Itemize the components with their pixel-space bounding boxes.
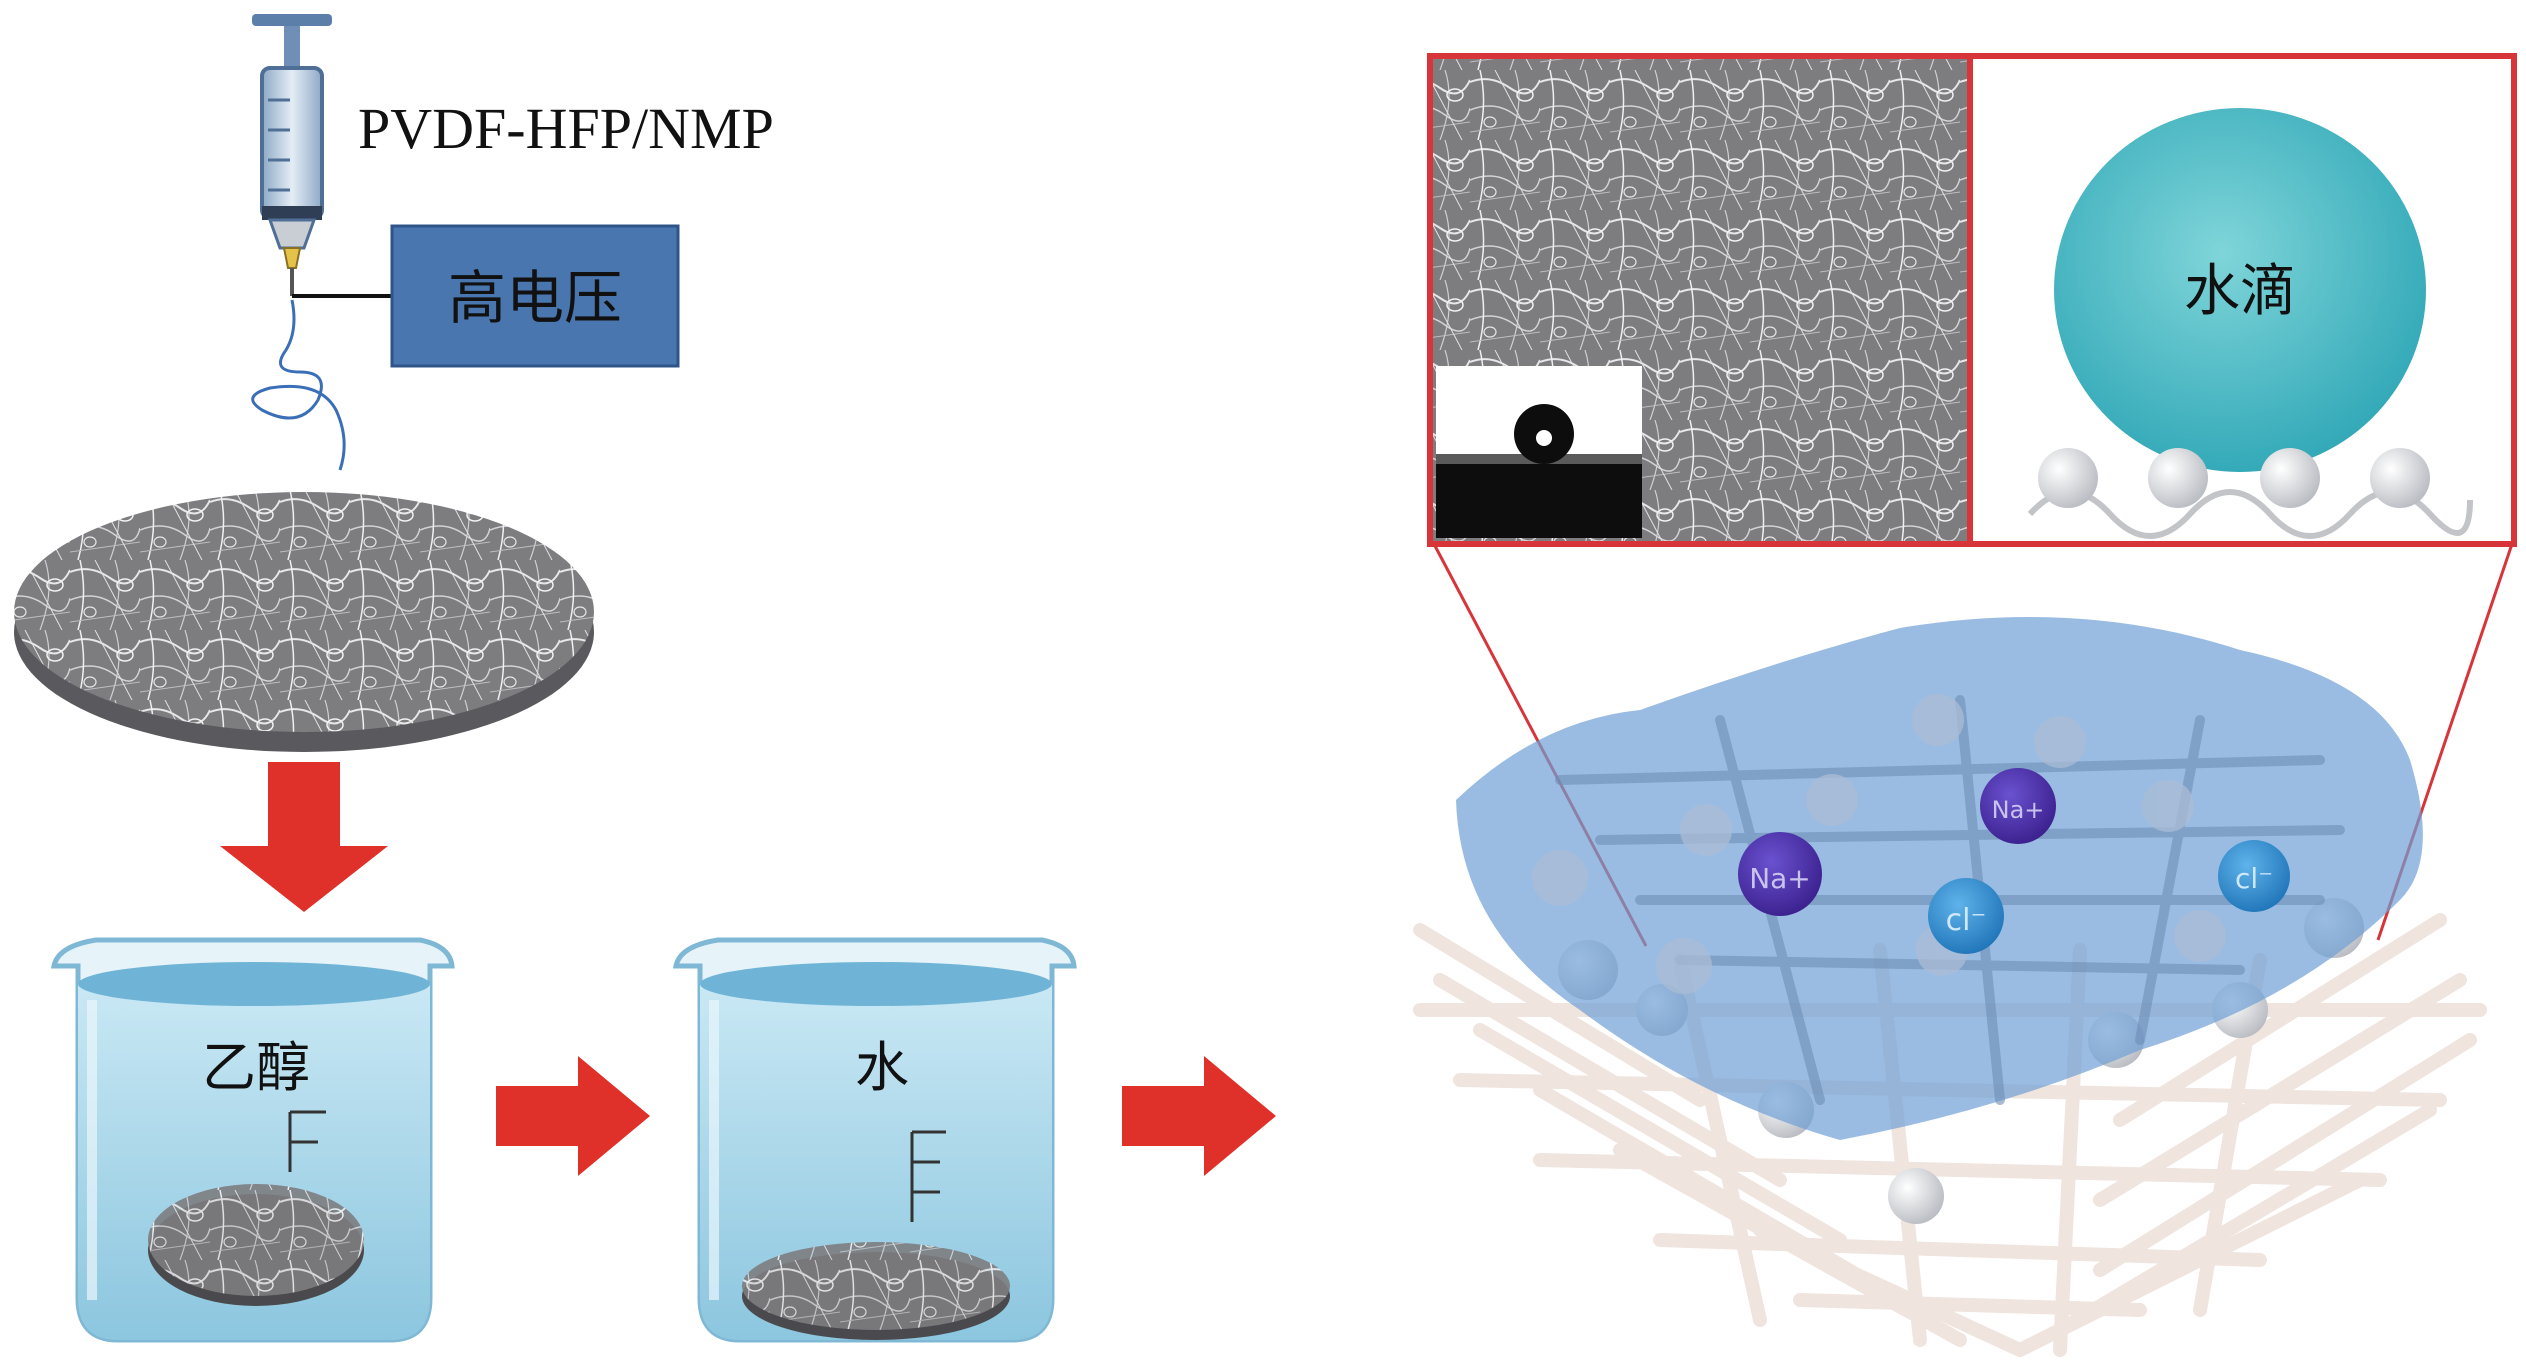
right-arrow-1 — [496, 1056, 650, 1176]
down-arrow — [220, 762, 388, 912]
fiber-membrane-disc — [14, 492, 594, 752]
cl-ion-1 — [1928, 878, 2004, 954]
na-ion-2 — [1980, 768, 2056, 844]
high-voltage-label: 高电压 — [448, 264, 622, 332]
ethanol-beaker — [50, 937, 455, 1343]
na-ion-2-label: Na+ — [1992, 796, 2045, 824]
right-arrow-2 — [1122, 1056, 1276, 1176]
water-beaker — [672, 937, 1077, 1343]
water-label: 水 — [855, 1036, 909, 1099]
electrospinning-jet — [251, 299, 346, 471]
cl-ion-2-label: cl⁻ — [2235, 862, 2273, 895]
high-voltage-box — [390, 224, 680, 368]
na-ion-1 — [1738, 832, 1822, 916]
cl-ion-1-label: cl⁻ — [1946, 903, 1987, 938]
polymer-solution-label: PVDF-HFP/NMP — [358, 96, 774, 161]
syringe-icon — [252, 14, 332, 296]
membrane-3d-model — [1413, 617, 2487, 1357]
sem-image-panel — [1427, 53, 1973, 547]
droplet-label: 水滴 — [2184, 259, 2296, 324]
na-ion-1-label: Na+ — [1749, 862, 1811, 895]
water-droplet — [2054, 108, 2426, 472]
cl-ion-2 — [2218, 840, 2290, 912]
droplet-panel — [1967, 53, 2517, 547]
ethanol-label: 乙醇 — [202, 1036, 310, 1099]
